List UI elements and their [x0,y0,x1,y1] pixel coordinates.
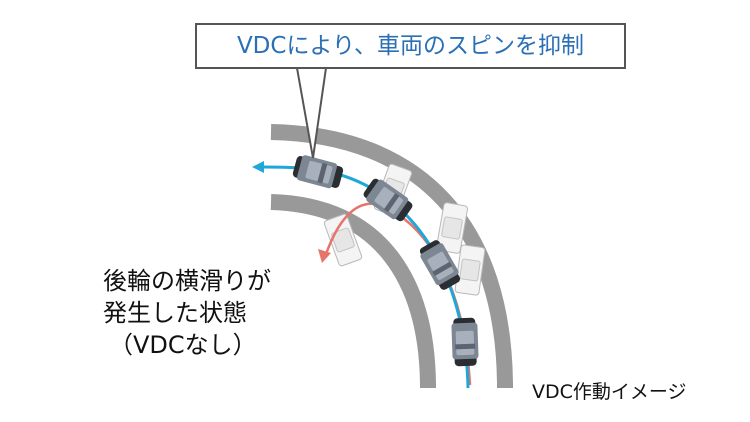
car-top-view-icon [291,153,345,191]
callout-pointer [296,67,327,159]
side-label: 後輪の横滑りが 発生した状態 （VDCなし） [103,265,271,361]
side-label-line: 発生した状態 [103,299,247,327]
car-top-view-icon [451,317,479,367]
caption: VDC作動イメージ [532,381,687,403]
vdc-arrow-head-icon [252,161,264,173]
side-label-line: （VDCなし） [109,331,257,359]
side-label-line: 後輪の横滑りが [103,267,271,295]
no-vdc-arrow-head-icon [318,249,331,263]
road-outer-edge [270,124,513,389]
callout-box: VDCにより、車両のスピンを抑制 [195,23,626,69]
road-inner-edge [270,194,436,389]
